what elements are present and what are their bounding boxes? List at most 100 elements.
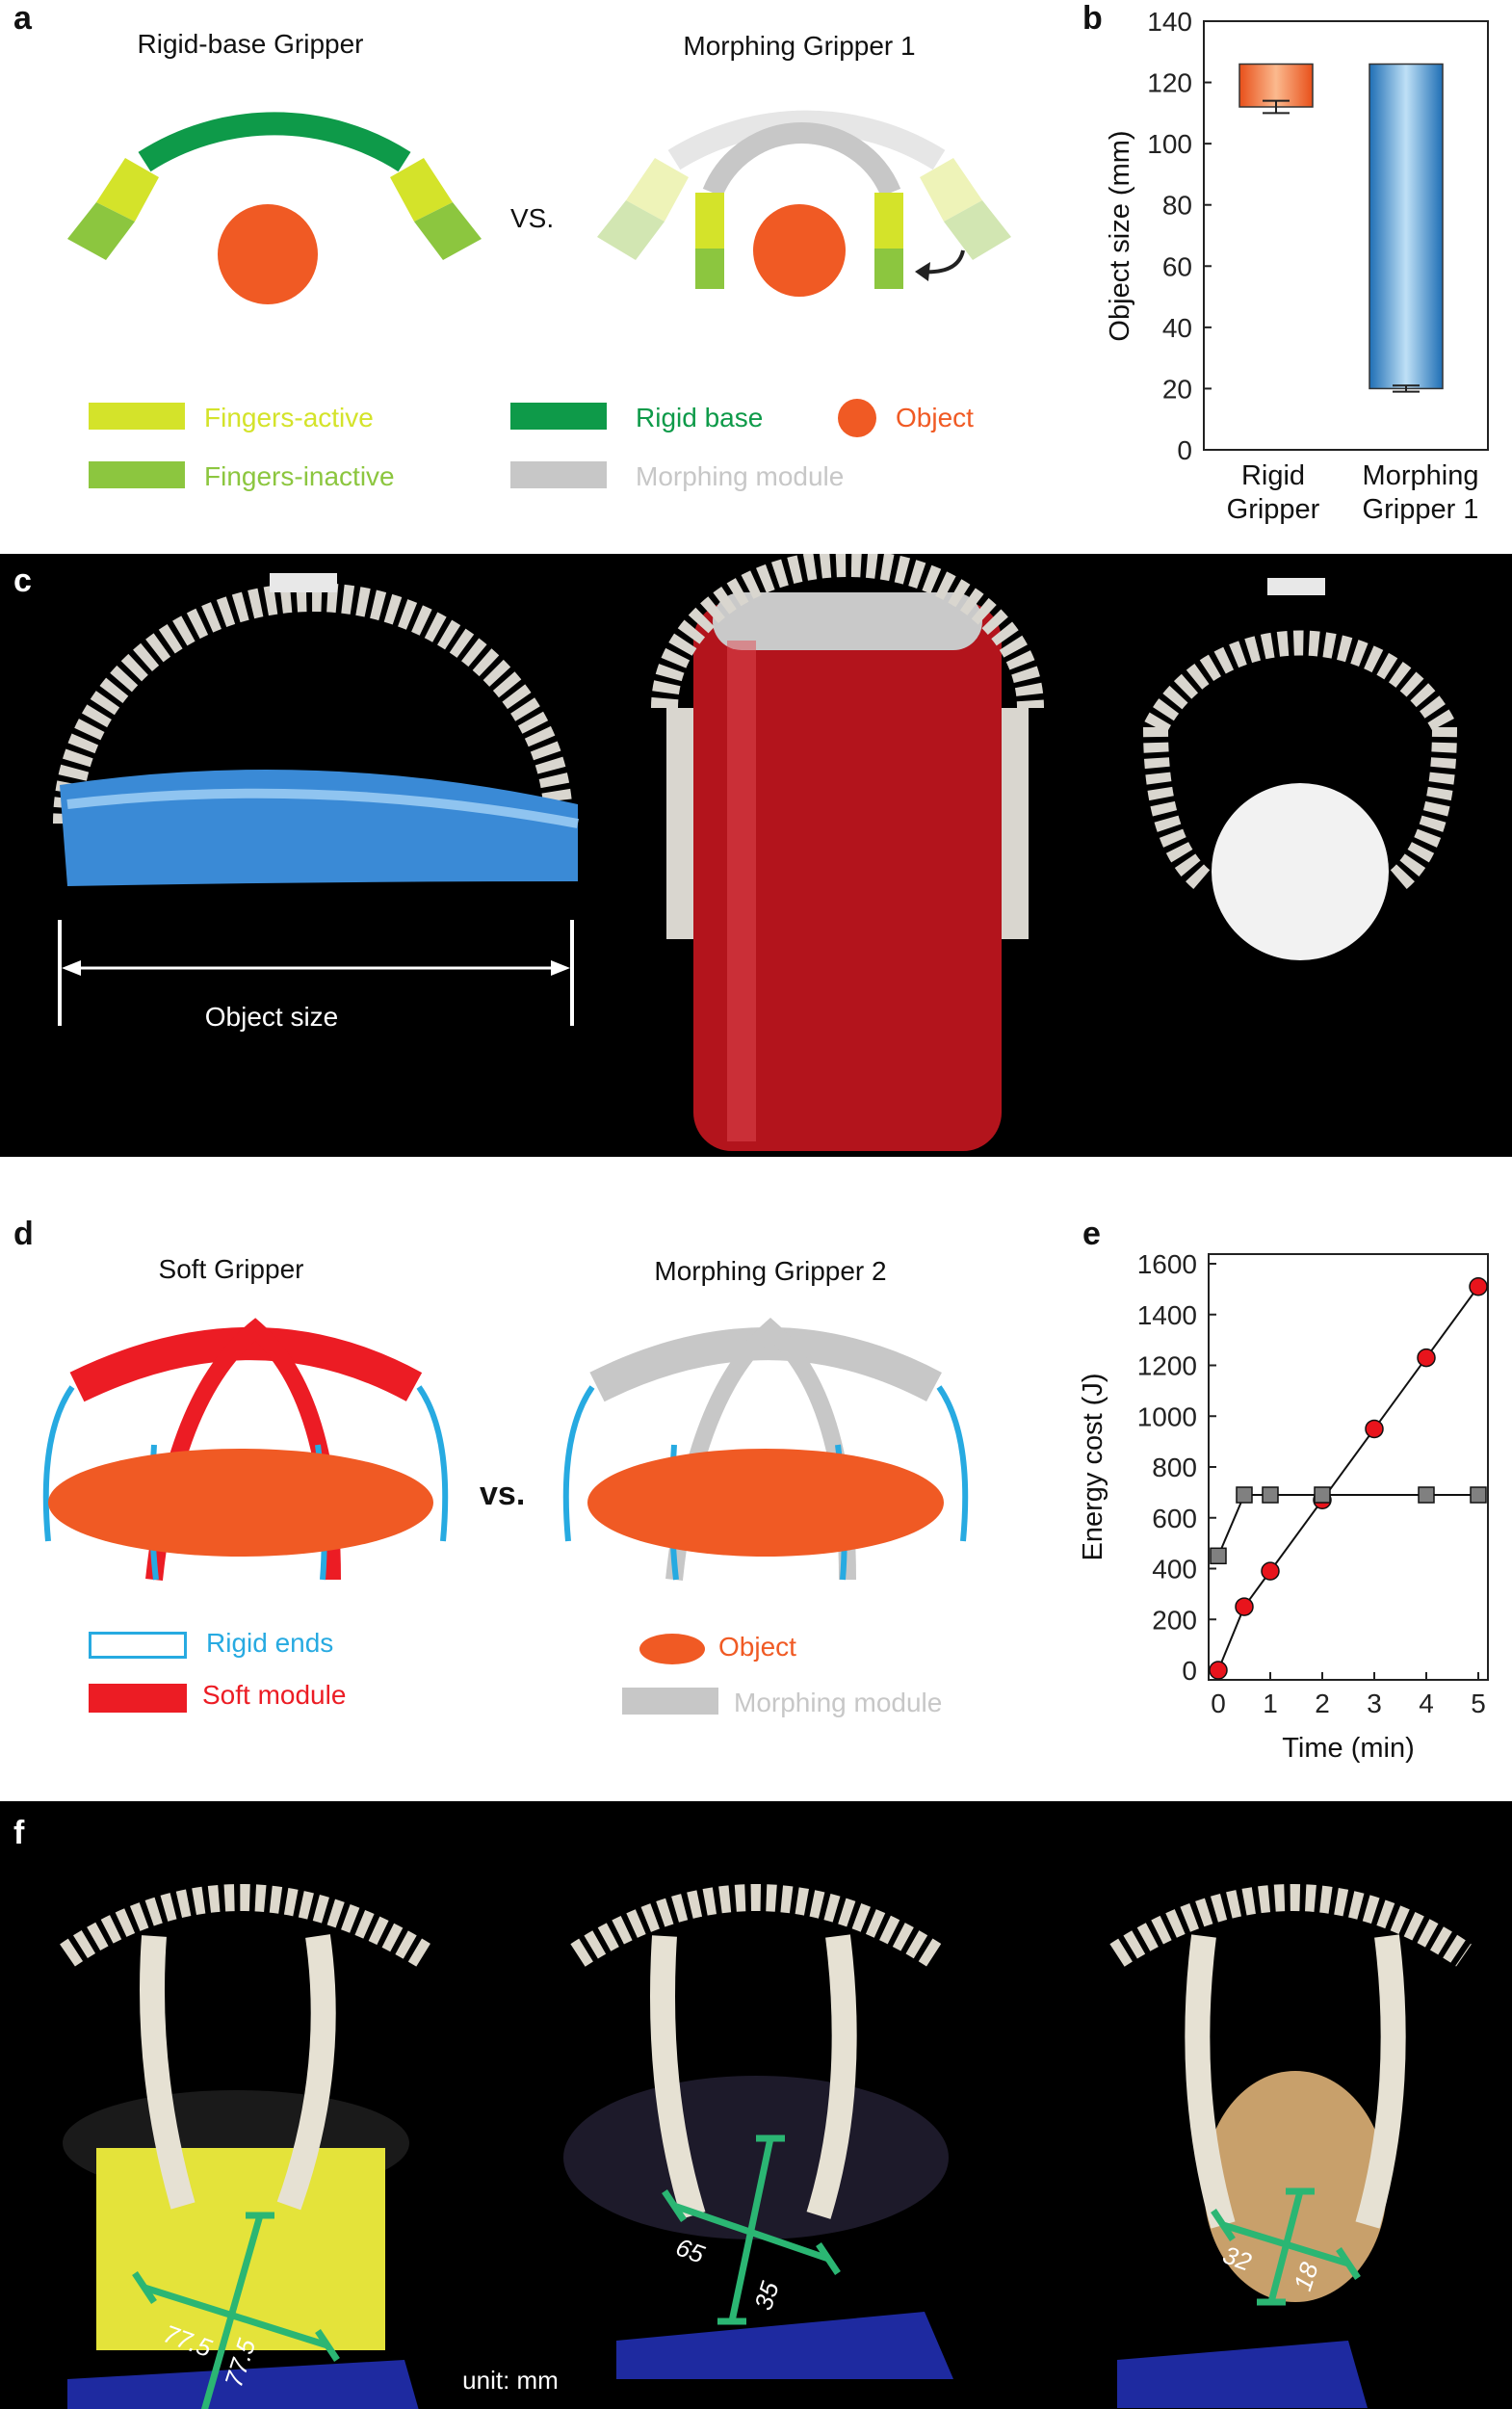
legend-object: Object	[896, 403, 974, 432]
chart-b-ytick-label: 60	[1162, 251, 1192, 281]
gripper-f2-finger-2	[806, 1934, 857, 2219]
chart-e-ytick-label: 600	[1152, 1504, 1197, 1533]
panel-d-diagram: vs.	[42, 1318, 969, 1581]
chart-b-ytick-label: 140	[1147, 7, 1192, 37]
soft-module-band	[69, 1327, 423, 1402]
legend-rigid-ends: Rigid ends	[206, 1628, 334, 1658]
ghost-finger-left	[626, 158, 689, 222]
chart-e-point-circle	[1417, 1348, 1436, 1368]
gripper-f1-finger-1	[140, 1935, 196, 2210]
object-ellipse-right	[587, 1449, 944, 1557]
chart-b-category-line1: Rigid	[1241, 460, 1305, 491]
chart-e-xlabel: Time (min)	[1282, 1733, 1414, 1764]
rigid-end-left	[42, 1385, 75, 1542]
chart-e-point-square	[1314, 1486, 1331, 1504]
vs-label-d: vs.	[480, 1476, 525, 1512]
chart-b-ytick-label: 0	[1177, 435, 1192, 465]
gripper-f3-finger-2	[1355, 1934, 1406, 2229]
soda-can-top	[713, 592, 982, 650]
ghost-finger-right-inactive	[944, 200, 1011, 260]
chart-e-point-circle	[1261, 1561, 1280, 1581]
morphing-gripper-1-title: Morphing Gripper 1	[683, 31, 916, 61]
base-plate-3	[1117, 2341, 1368, 2408]
object-circle-right	[753, 204, 846, 297]
chart-e-point-square	[1470, 1486, 1487, 1504]
morphing-module-arc	[702, 122, 901, 197]
legend-object-d: Object	[718, 1632, 796, 1662]
legend-swatch-rigid-base	[510, 403, 607, 430]
panel-f-photo: 77.5 77.5 65 35 32 18 unit: mm	[0, 1801, 1512, 2409]
morphing-ghost-arc	[667, 110, 946, 170]
panel-label-b: b	[1082, 0, 1103, 37]
chart-e-xtick-label: 2	[1315, 1689, 1330, 1718]
base-plate-1	[67, 2360, 419, 2409]
chart-e-ytick-label: 1400	[1137, 1300, 1197, 1330]
panel-label-a: a	[13, 0, 32, 37]
chart-b-frame	[1203, 20, 1489, 451]
vs-label: VS.	[510, 203, 554, 233]
finger-active-m-left	[695, 193, 724, 249]
legend-swatch-fingers-active	[89, 403, 185, 430]
chart-e-ytick-label: 0	[1182, 1656, 1197, 1686]
chart-b-bar	[1369, 63, 1444, 390]
chart-e-point-circle	[1235, 1597, 1254, 1616]
gripper-2-right-end	[1002, 708, 1029, 939]
legend-soft-module: Soft module	[202, 1680, 347, 1710]
rigid-end-right	[416, 1385, 449, 1542]
chart-e-xtick-label: 5	[1471, 1689, 1486, 1718]
finger-inactive-right	[414, 202, 482, 260]
gripper-f1-finger-2	[276, 1934, 336, 2211]
gripper-photo-3	[1144, 630, 1456, 733]
chart-e-xtick-label: 1	[1263, 1689, 1278, 1718]
finger-inactive-m-right	[874, 249, 903, 289]
legend-swatch-morphing-module	[510, 461, 607, 488]
dim-arrow-right-icon	[551, 960, 570, 976]
finger-inactive-m-left	[695, 249, 724, 289]
dim-arrow-left-icon	[62, 960, 81, 976]
object-size-label: Object size	[205, 1002, 339, 1032]
gripper-3-right-leg	[1388, 726, 1457, 892]
unit-label: unit: mm	[462, 2366, 559, 2395]
gripper-photo-1	[53, 583, 573, 825]
legend-swatch-object-d	[639, 1634, 705, 1664]
dim-cross-3	[1211, 2187, 1361, 2306]
panel-a-diagram: VS.	[67, 110, 1011, 304]
gripper-f3-finger-1	[1185, 1934, 1236, 2229]
chart-e-xtick-label: 0	[1211, 1689, 1226, 1718]
legend-swatch-rigid-ends	[89, 1632, 187, 1659]
gripper-2-left-end	[666, 708, 693, 939]
legend-swatch-object	[838, 399, 876, 437]
dim-cross-1	[132, 2212, 340, 2409]
chart-e-frame	[1208, 1253, 1489, 1681]
gripper-mount-1	[270, 573, 337, 592]
finger-active-left	[96, 158, 159, 222]
chart-e-ytick-label: 400	[1152, 1555, 1197, 1584]
object-ellipse-left	[48, 1449, 433, 1557]
chart-e-ytick-label: 1000	[1137, 1401, 1197, 1431]
chart-b-category-line2: Gripper	[1227, 494, 1320, 525]
ghost-finger-right	[920, 158, 982, 222]
chart-e-point-circle	[1209, 1661, 1228, 1680]
chart-e-ytick-label: 1600	[1137, 1249, 1197, 1279]
gripper-photo-f2	[570, 1884, 942, 1967]
rigid-base-gripper-title: Rigid-base Gripper	[137, 29, 364, 59]
chart-e-ytick-label: 200	[1152, 1605, 1197, 1635]
chart-b-ytick-label: 120	[1147, 68, 1192, 98]
chart-e-ytick-label: 1200	[1137, 1351, 1197, 1381]
finger-active-right	[390, 158, 453, 222]
panel-label-e: e	[1082, 1216, 1101, 1252]
morphing-module-band	[589, 1327, 942, 1402]
legend-fingers-inactive: Fingers-inactive	[204, 461, 395, 491]
gripper-photo-f1	[60, 1884, 431, 1967]
legend-swatch-fingers-inactive	[89, 461, 185, 488]
panel-label-c: c	[13, 563, 32, 599]
chart-e-point-circle	[1469, 1276, 1488, 1296]
panel-c-photo: Object size	[0, 554, 1512, 1157]
can-highlight	[727, 641, 756, 1141]
gripper-f2-finger-1	[650, 1935, 706, 2219]
rotate-arrow-head-icon	[915, 262, 930, 281]
chart-b-category-line2: Gripper 1	[1363, 494, 1479, 525]
chart-b-ylabel: Object size (mm)	[1105, 130, 1135, 341]
legend-swatch-soft-module	[89, 1684, 187, 1713]
